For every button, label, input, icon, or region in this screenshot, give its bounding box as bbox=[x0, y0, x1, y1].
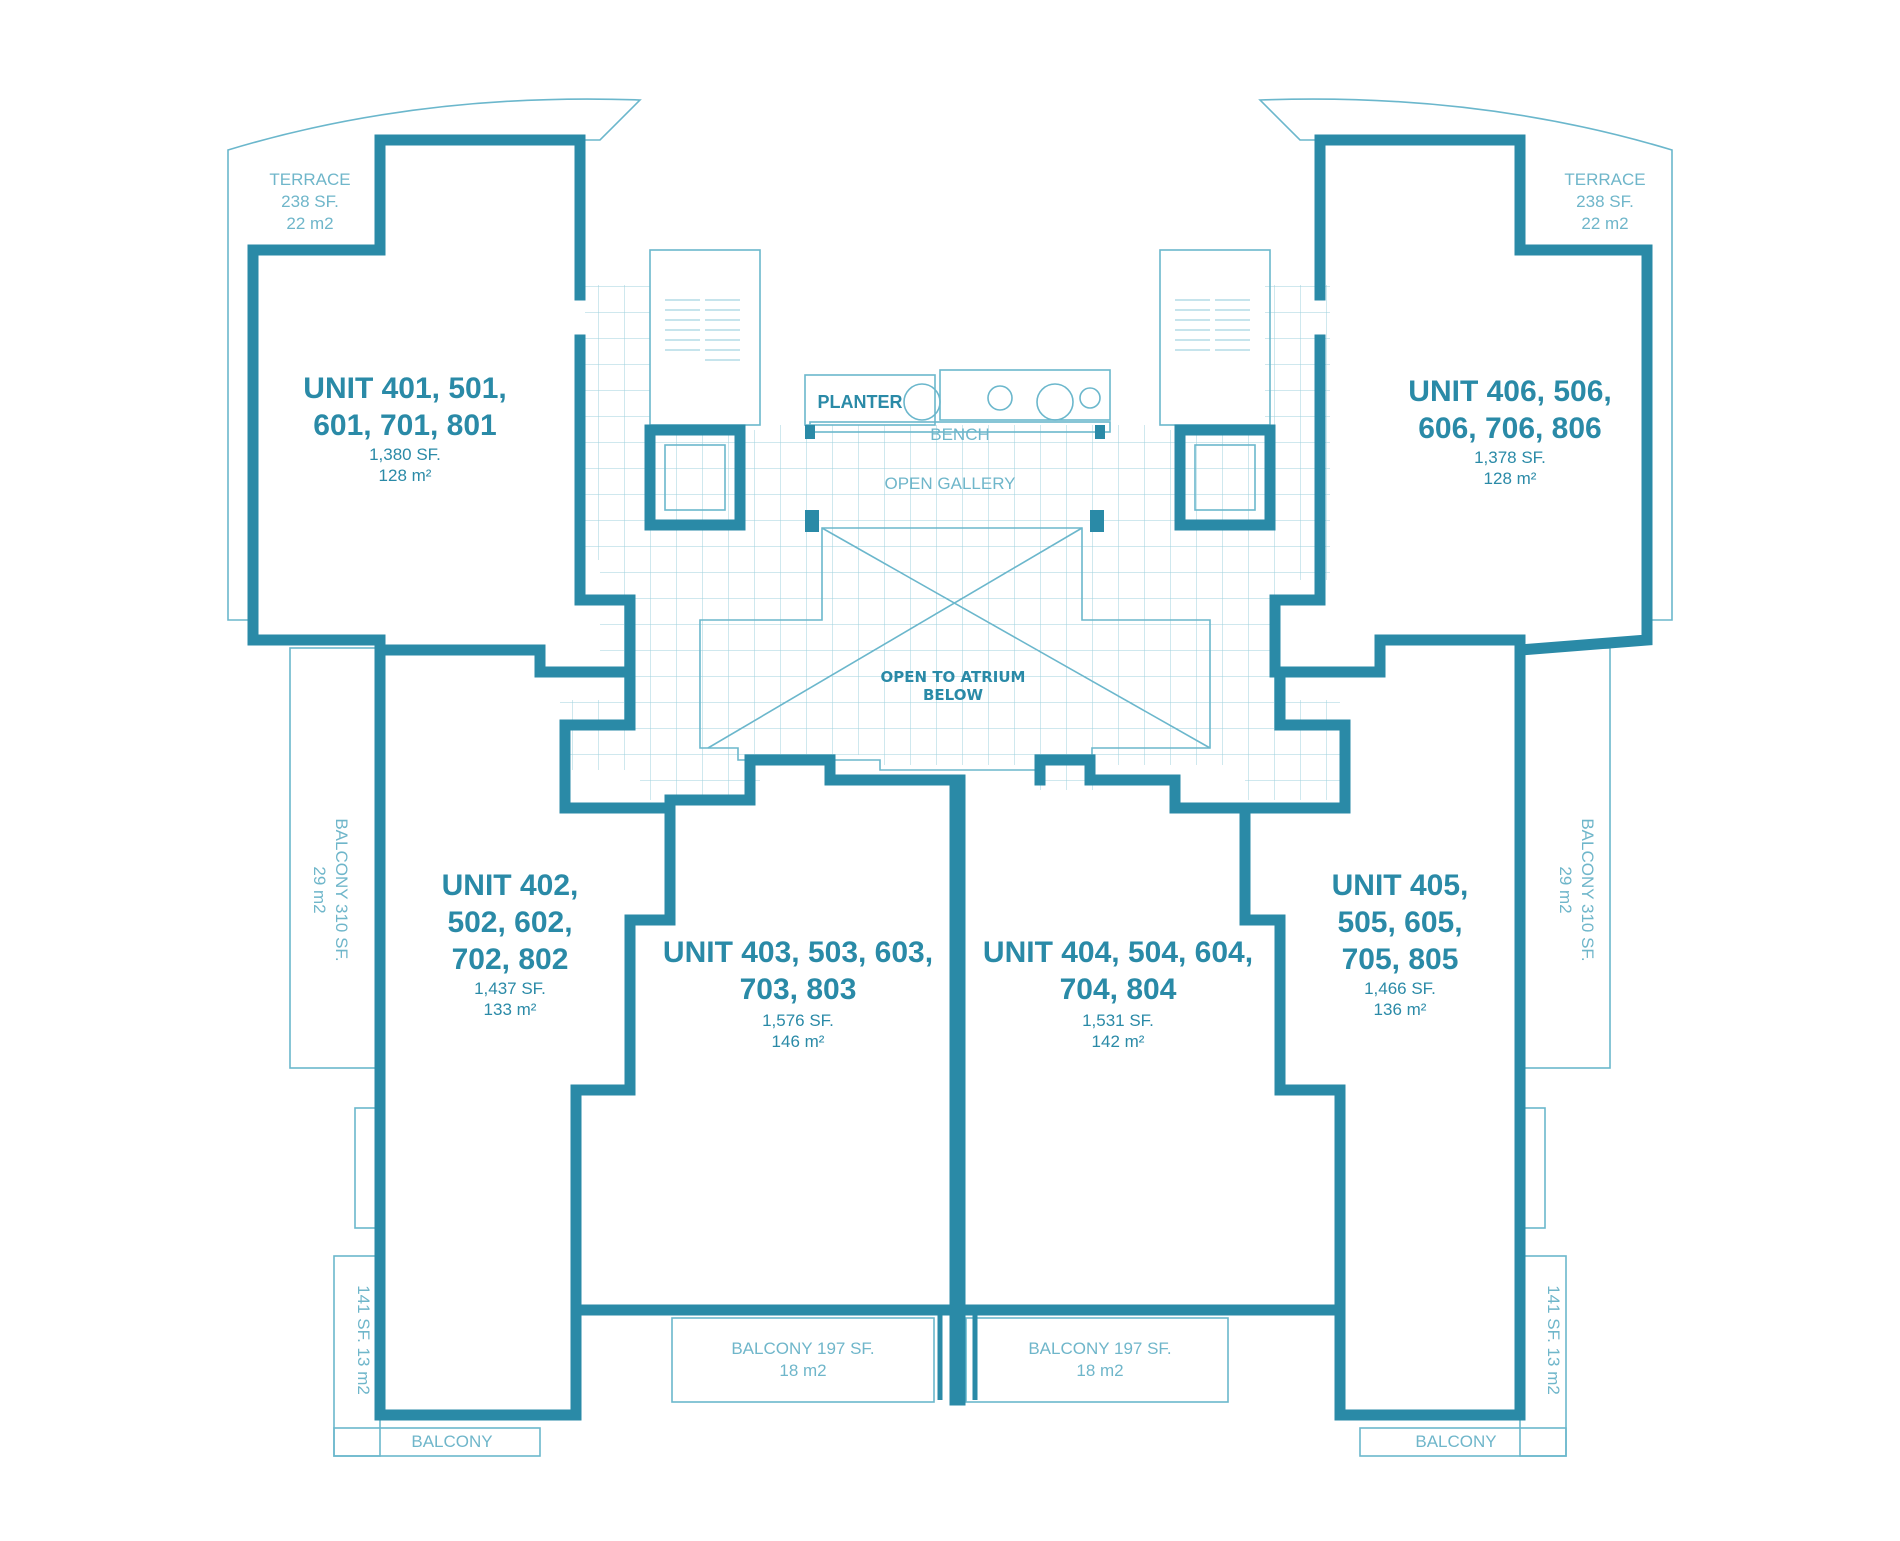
terrace-left-label: TERRACE 238 SF. 22 m2 bbox=[269, 170, 350, 233]
balcony-left-long-label: BALCONY 310 SF. bbox=[332, 818, 351, 961]
balcony-right-small-label: 141 SF. 13 m2 bbox=[1544, 1285, 1563, 1395]
unit-405-sf: 1,466 SF. bbox=[1364, 979, 1436, 998]
unit-405-title-1: UNIT 405, bbox=[1332, 869, 1469, 902]
unit-403-label: UNIT 403, 503, 603, 703, 803 1,576 SF. 1… bbox=[663, 936, 933, 1051]
terrace-left-sf: 238 SF. bbox=[281, 192, 339, 211]
unit-403-walls bbox=[570, 754, 961, 1316]
unit-406-m2: 128 m² bbox=[1484, 469, 1537, 488]
unit-402-title-1: UNIT 402, bbox=[442, 869, 579, 902]
balcony-center-right-sf: BALCONY 197 SF. bbox=[1028, 1339, 1171, 1358]
balcony-left-long-m2: 29 m2 bbox=[310, 866, 329, 913]
unit-403-m2: 146 m² bbox=[772, 1032, 825, 1051]
unit-402-m2: 133 m² bbox=[484, 1000, 537, 1019]
open-gallery-label: OPEN GALLERY bbox=[884, 474, 1015, 493]
terrace-right-name: TERRACE bbox=[1564, 170, 1645, 189]
balcony-dividers bbox=[937, 1310, 978, 1400]
terrace-right-label: TERRACE 238 SF. 22 m2 bbox=[1564, 170, 1645, 233]
unit-404-sf: 1,531 SF. bbox=[1082, 1011, 1154, 1030]
unit-404-title-1: UNIT 404, 504, 604, bbox=[983, 936, 1253, 969]
stair-right bbox=[1159, 249, 1271, 426]
unit-402-title-2: 502, 602, bbox=[447, 906, 572, 939]
terrace-left-name: TERRACE bbox=[269, 170, 350, 189]
unit-401-title-2: 601, 701, 801 bbox=[313, 409, 497, 442]
terrace-right-sf: 238 SF. bbox=[1576, 192, 1634, 211]
bench-label: BENCH bbox=[930, 425, 990, 444]
unit-404-label: UNIT 404, 504, 604, 704, 804 1,531 SF. 1… bbox=[983, 936, 1253, 1051]
unit-405-title-2: 505, 605, bbox=[1337, 906, 1462, 939]
unit-401-walls bbox=[247, 134, 636, 678]
balcony-left-small-label: 141 SF. 13 m2 bbox=[354, 1285, 373, 1395]
balcony-center-left-label: BALCONY 197 SF. 18 m2 bbox=[731, 1339, 874, 1380]
unit-403-title-2: 703, 803 bbox=[740, 973, 857, 1006]
unit-401-title-1: UNIT 401, 501, bbox=[303, 372, 506, 405]
atrium-label-1: OPEN TO ATRIUM bbox=[881, 668, 1026, 686]
balcony-right-long bbox=[1359, 647, 1611, 1457]
elevator-right bbox=[1174, 424, 1276, 531]
unit-405-title-3: 705, 805 bbox=[1342, 943, 1459, 976]
unit-401-sf: 1,380 SF. bbox=[369, 445, 441, 464]
unit-403-title-1: UNIT 403, 503, 603, bbox=[663, 936, 933, 969]
atrium-label-2: BELOW bbox=[923, 686, 983, 704]
unit-404-walls bbox=[954, 754, 1346, 1316]
unit-406-label: UNIT 406, 506, 606, 706, 806 1,378 SF. 1… bbox=[1408, 375, 1611, 488]
unit-406-sf: 1,378 SF. bbox=[1474, 448, 1546, 467]
balcony-center bbox=[671, 1317, 1229, 1403]
elevator-left bbox=[644, 424, 746, 531]
stair-left bbox=[649, 249, 761, 426]
terrace-left-m2: 22 m2 bbox=[286, 214, 333, 233]
balcony-left-bottom-label: BALCONY bbox=[411, 1432, 492, 1451]
balcony-center-right-m2: 18 m2 bbox=[1076, 1361, 1123, 1380]
unit-406-title-1: UNIT 406, 506, bbox=[1408, 375, 1611, 408]
unit-401-m2: 128 m² bbox=[379, 466, 432, 485]
unit-405-walls bbox=[1239, 654, 1526, 1421]
balcony-left-long bbox=[289, 647, 541, 1457]
unit-404-m2: 142 m² bbox=[1092, 1032, 1145, 1051]
unit-402-sf: 1,437 SF. bbox=[474, 979, 546, 998]
unit-401-label: UNIT 401, 501, 601, 701, 801 1,380 SF. 1… bbox=[303, 372, 506, 485]
planter-label: PLANTER bbox=[818, 392, 903, 412]
unit-404-title-2: 704, 804 bbox=[1060, 973, 1177, 1006]
columns bbox=[805, 425, 1105, 532]
balcony-right-bottom-label: BALCONY bbox=[1415, 1432, 1496, 1451]
balcony-center-left-m2: 18 m2 bbox=[779, 1361, 826, 1380]
unit-403-sf: 1,576 SF. bbox=[762, 1011, 834, 1030]
unit-402-label: UNIT 402, 502, 602, 702, 802 1,437 SF. 1… bbox=[442, 869, 579, 1019]
balcony-center-right-label: BALCONY 197 SF. 18 m2 bbox=[1028, 1339, 1171, 1380]
terrace-right-m2: 22 m2 bbox=[1581, 214, 1628, 233]
balcony-right-long-label: BALCONY 310 SF. bbox=[1578, 818, 1597, 961]
unit-402-title-3: 702, 802 bbox=[452, 943, 569, 976]
corridor-floor bbox=[560, 285, 1340, 800]
balcony-right-long-m2: 29 m2 bbox=[1556, 866, 1575, 913]
balcony-center-left-sf: BALCONY 197 SF. bbox=[731, 1339, 874, 1358]
unit-405-m2: 136 m² bbox=[1374, 1000, 1427, 1019]
unit-406-walls bbox=[1269, 134, 1653, 678]
unit-405-label: UNIT 405, 505, 605, 705, 805 1,466 SF. 1… bbox=[1332, 869, 1469, 1019]
unit-406-title-2: 606, 706, 806 bbox=[1418, 412, 1602, 445]
unit-402-walls bbox=[374, 654, 676, 1421]
